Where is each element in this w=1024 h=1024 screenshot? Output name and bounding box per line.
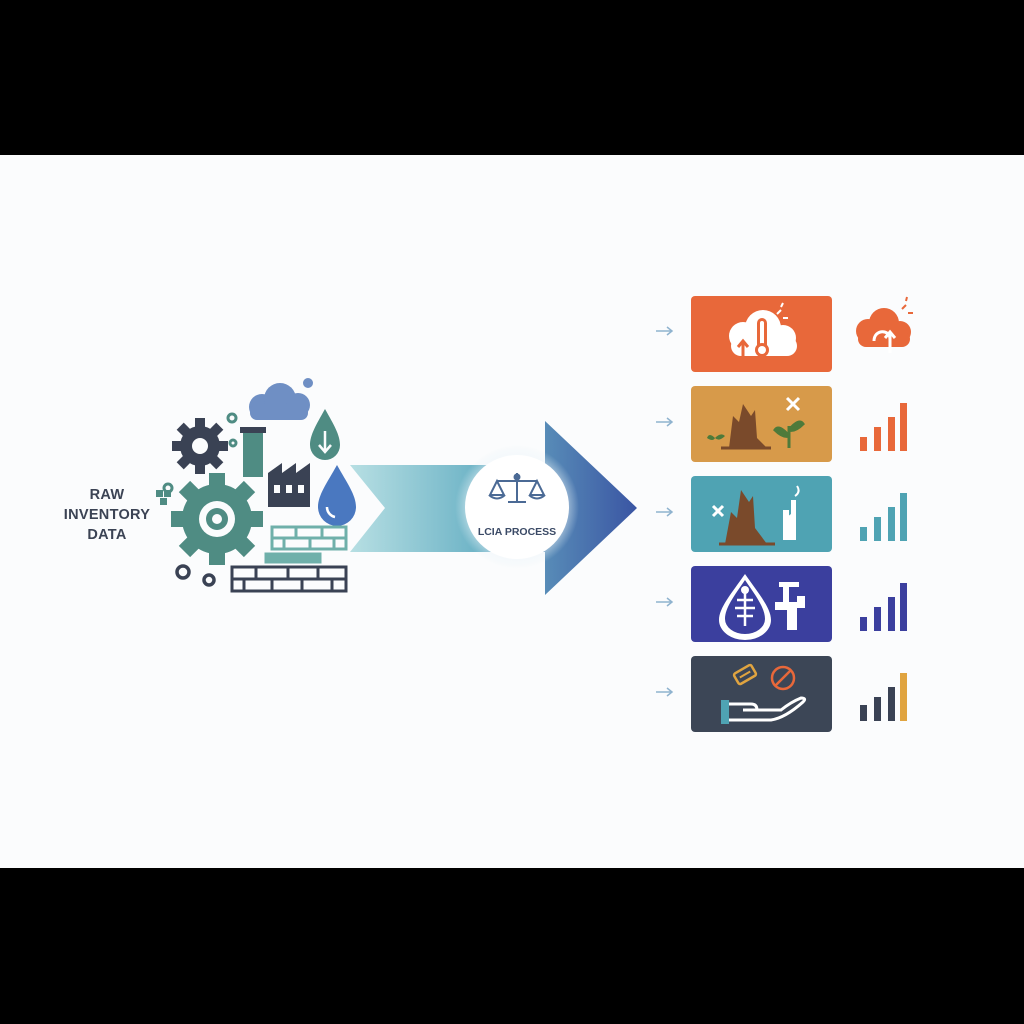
output-arrow-2	[656, 417, 674, 427]
raw-label-line-3: DATA	[87, 527, 127, 543]
tree-stump-sapling-icon	[707, 396, 805, 450]
lcia-process-node: LCIA PROCESS	[455, 445, 579, 569]
hand-resources-icon	[721, 663, 807, 724]
factory-icon	[268, 463, 310, 507]
bar-chart-icon	[860, 583, 907, 631]
output-arrow-4	[656, 597, 674, 607]
dark-gear-icon	[172, 418, 228, 474]
land-use-card	[691, 386, 832, 462]
diagram-canvas: RAW INVENTORY DATA	[0, 155, 1024, 868]
lcia-process-label: LCIA PROCESS	[478, 526, 556, 538]
water-drop-down-arrow-icon	[310, 409, 340, 460]
output-arrow-3	[656, 507, 674, 517]
dark-brick-wall-icon	[230, 565, 348, 593]
teal-brick-wall-icon	[264, 525, 348, 564]
letterbox-top	[0, 0, 1024, 155]
cloud-thermometer-icon	[729, 302, 797, 357]
raw-label-line-1: RAW	[89, 487, 125, 503]
water-drop-fish-bone-icon	[719, 574, 805, 640]
stump-factory-icon	[711, 485, 800, 546]
bar-chart-icon	[860, 673, 907, 721]
letterbox-bottom	[0, 868, 1024, 1024]
smoke-cloud-icon	[249, 378, 313, 420]
raw-label-line-2: INVENTORY	[63, 507, 151, 523]
green-gear-icon	[171, 473, 263, 565]
bar-chart-icon	[860, 403, 907, 451]
raw-inventory-label: RAW INVENTORY DATA	[52, 485, 162, 545]
climate-change-card	[691, 296, 832, 372]
ecosystem-damage-card	[691, 476, 832, 552]
output-arrow-5	[656, 687, 674, 697]
water-pollution-card	[691, 566, 832, 642]
water-drop-icon	[318, 465, 356, 526]
small-block-icon	[156, 490, 171, 505]
flow-diagram: LCIA PROCESS	[156, 378, 637, 595]
balance-scale-icon	[488, 473, 546, 503]
input-cluster	[156, 378, 356, 593]
chimney-icon	[240, 427, 266, 477]
bar-chart-icon	[860, 493, 907, 541]
output-arrow-1	[656, 326, 674, 336]
resource-depletion-card	[691, 656, 832, 732]
cloud-rising-arrow-icon	[856, 296, 913, 353]
small-dark-gear-icon	[175, 564, 216, 587]
